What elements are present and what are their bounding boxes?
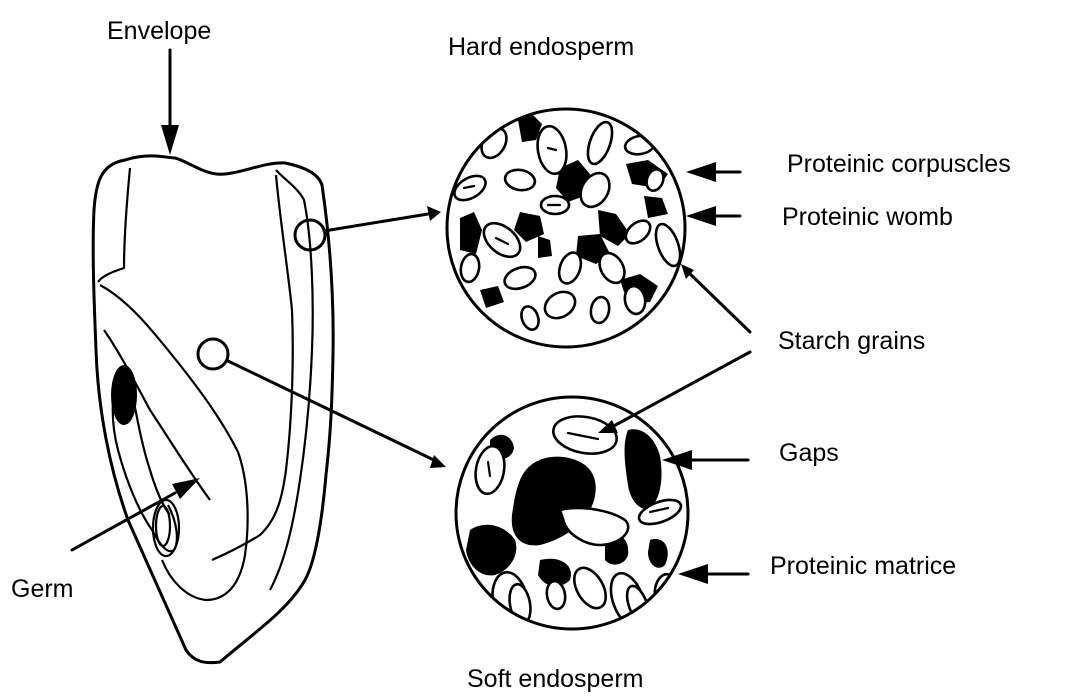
grain-kernel [93, 156, 333, 663]
label-proteinic-corpuscles: Proteinic corpuscles [787, 150, 1011, 178]
embryo-tip [111, 365, 137, 425]
inner-layer [98, 168, 130, 282]
womb-arrowhead [686, 206, 716, 226]
label-soft-endosperm: Soft endosperm [467, 665, 644, 693]
label-proteinic-womb: Proteinic womb [782, 203, 953, 231]
corpuscles-arrowhead [686, 162, 716, 182]
hard-connector-arrowhead [427, 206, 441, 221]
label-hard-endosperm: Hard endosperm [448, 33, 634, 61]
radicle-inner [156, 506, 170, 546]
label-envelope: Envelope [107, 17, 211, 45]
label-germ: Germ [11, 575, 74, 603]
label-proteinic-matrice: Proteinic matrice [770, 552, 956, 580]
envelope-arrowhead [161, 125, 179, 155]
soft-connector-arrowhead [430, 455, 446, 468]
endosperm-boundary [212, 175, 293, 560]
label-gaps: Gaps [779, 439, 839, 467]
soft-sample-marker [198, 339, 228, 369]
inner-layer-right [270, 170, 313, 590]
hard-endosperm-view [447, 109, 685, 347]
germ-arrowhead [172, 478, 200, 499]
matrice-arrowhead [678, 564, 708, 584]
label-starch-grains: Starch grains [778, 327, 925, 355]
soft-endosperm-view [451, 397, 688, 631]
